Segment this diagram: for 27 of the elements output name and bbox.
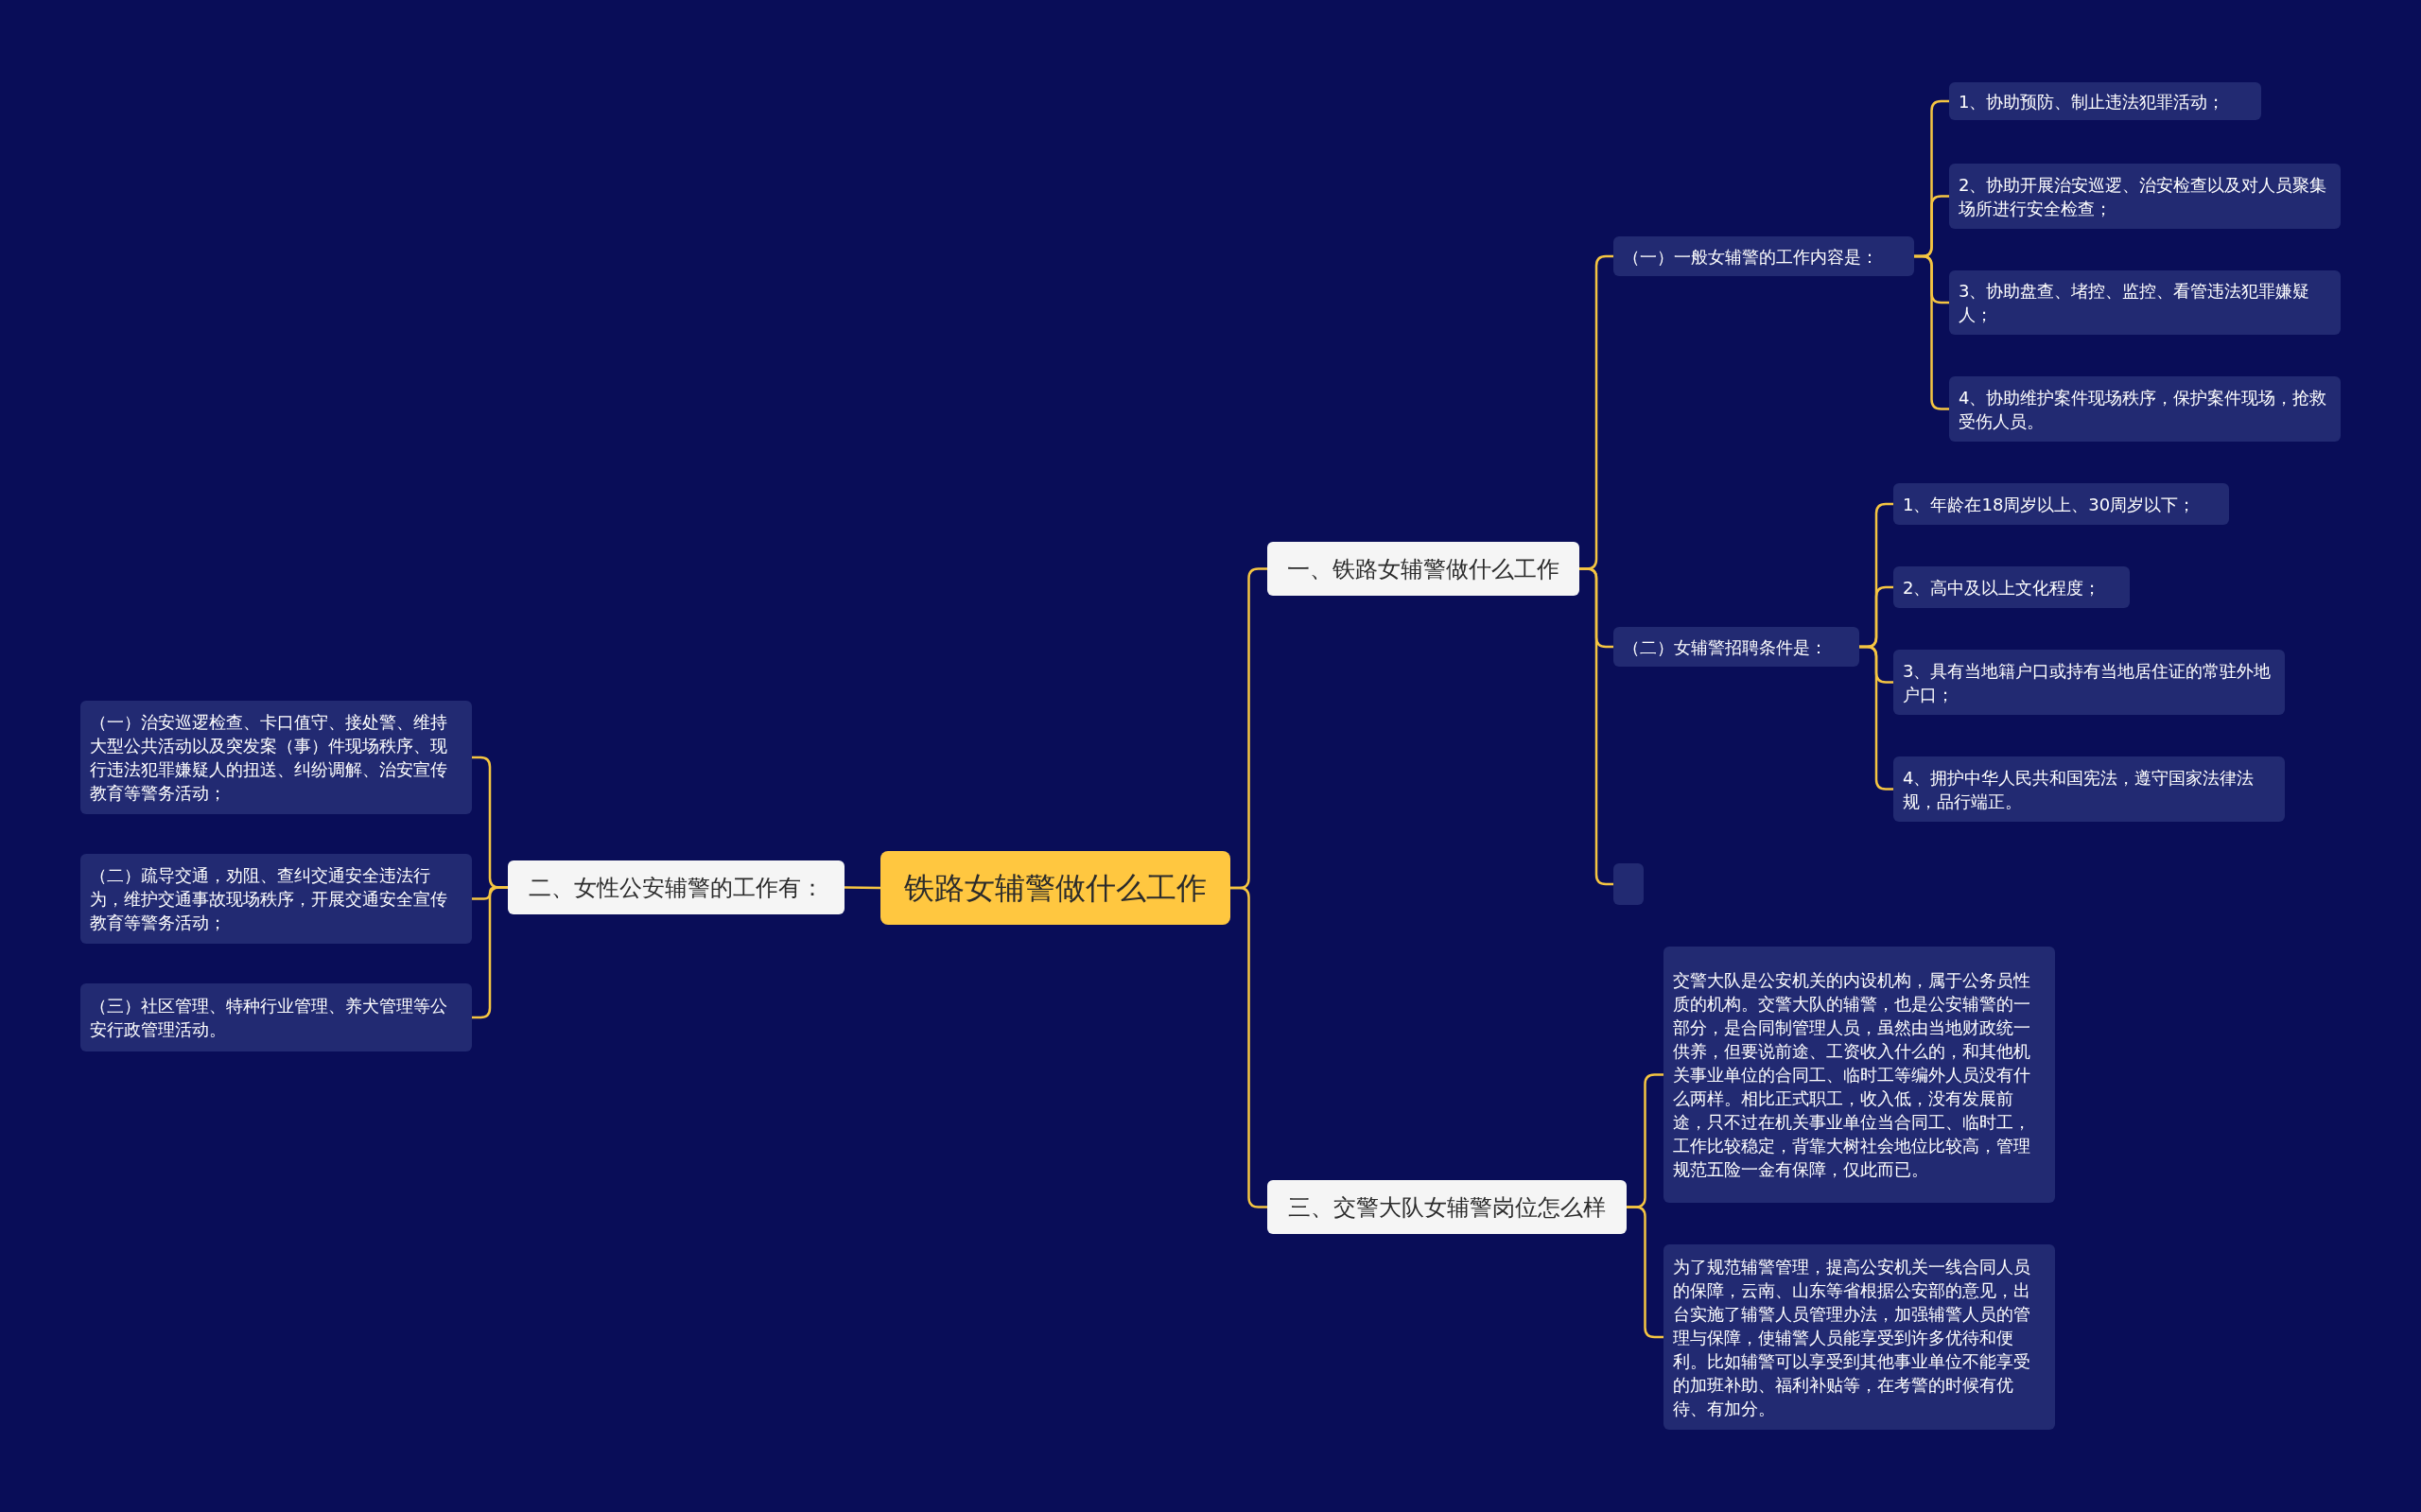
connector-line bbox=[1230, 886, 1267, 1208]
note-box: 4、协助维护案件现场秩序，保护案件现场，抢救受伤人员。 bbox=[1949, 376, 2341, 442]
note-box: 3、具有当地籍户口或持有当地居住证的常驻外地户口； bbox=[1893, 650, 2285, 715]
connector-line bbox=[1914, 254, 1949, 410]
central-topic: 铁路女辅警做什么工作 bbox=[880, 851, 1230, 925]
note-box: （三）社区管理、特种行业管理、养犬管理等公安行政管理活动。 bbox=[80, 983, 472, 1051]
note-box: 3、协助盘查、堵控、监控、看管违法犯罪嫌疑人； bbox=[1949, 270, 2341, 335]
connector-line bbox=[1627, 1206, 1663, 1339]
note-box: 1、协助预防、制止违法犯罪活动； bbox=[1949, 82, 2261, 120]
note-box: 2、高中及以上文化程度； bbox=[1893, 566, 2130, 608]
note-box: 4、拥护中华人民共和国宪法，遵守国家法律法规，品行端正。 bbox=[1893, 756, 2285, 822]
note-box: 为了规范辅警管理，提高公安机关一线合同人员的保障，云南、山东等省根据公安部的意见，出台实施了辅警人员管理办法，加强辅警人员的管理与保障，使辅警人员能享受到许多优待和便利。比如辅警可以享受到其他事业单位不能享受的加班补助、福利补贴等，在考警的时候有优待、有加分。 bbox=[1663, 1244, 2055, 1430]
note-box: 交警大队是公安机关的内设机构，属于公务员性质的机构。交警大队的辅警，也是公安辅警的一部分，是合同制管理人员，虽然由当地财政统一供养，但要说前途、工资收入什么的，和其他机关事业单位的合同工、临时工等编外人员没有什么两样。相比正式职工，收入低，没有发展前途，只不过在机关事业单位当合同工、临时工，工作比较稳定，背靠大树社会地位比较高，管理规范五险一金有保障，仅此而已。 bbox=[1663, 947, 2055, 1203]
topic-box: 三、交警大队女辅警岗位怎么样 bbox=[1267, 1180, 1627, 1234]
topic-box: 二、女性公安辅警的工作有： bbox=[508, 860, 845, 914]
topic-box: 一、铁路女辅警做什么工作 bbox=[1267, 542, 1579, 596]
note-box: 2、协助开展治安巡逻、治安检查以及对人员聚集场所进行安全检查； bbox=[1949, 164, 2341, 229]
connector-line bbox=[472, 886, 508, 1019]
empty-box bbox=[1613, 863, 1644, 905]
note-box: 1、年龄在18周岁以上、30周岁以下； bbox=[1893, 483, 2229, 525]
note-box: （一）一般女辅警的工作内容是： bbox=[1613, 236, 1914, 276]
note-box: （二）女辅警招聘条件是： bbox=[1613, 627, 1859, 667]
connector-line bbox=[845, 886, 880, 890]
note-box: （一）治安巡逻检查、卡口值守、接处警、维持大型公共活动以及突发案（事）件现场秩序、现行违法犯罪嫌疑人的扭送、纠纷调解、治安宣传教育等警务活动； bbox=[80, 701, 472, 814]
connector-line bbox=[1859, 645, 1893, 791]
note-box: （二）疏导交通，劝阻、查纠交通安全违法行为，维护交通事故现场秩序，开展交通安全宣传教育等警务活动； bbox=[80, 854, 472, 944]
connector-line bbox=[1579, 567, 1613, 886]
